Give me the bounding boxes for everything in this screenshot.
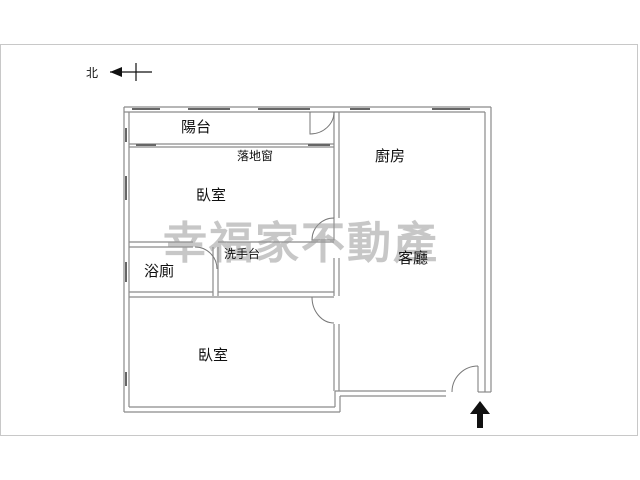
room-label-bedroom-bottom: 臥室 bbox=[198, 346, 228, 364]
compass-label: 北 bbox=[86, 66, 98, 80]
walls bbox=[123, 106, 492, 413]
label-french-window: 落地窗 bbox=[237, 149, 273, 163]
window-marks bbox=[125, 108, 470, 386]
room-label-bedroom-top: 臥室 bbox=[196, 186, 226, 204]
door-bedroom-bottom bbox=[311, 296, 335, 324]
label-wash-basin: 洗手台 bbox=[224, 246, 260, 261]
arrow-left-icon bbox=[110, 67, 122, 77]
door-entrance bbox=[451, 365, 479, 393]
door-swings bbox=[194, 111, 479, 393]
floorplan-frame bbox=[0, 44, 638, 436]
room-label-living: 客廳 bbox=[398, 249, 428, 267]
watermark-text: 幸福家不動產 bbox=[163, 218, 439, 269]
door-bathroom bbox=[194, 246, 218, 270]
arrow-up-icon bbox=[470, 401, 490, 428]
room-label-bathroom: 浴廁 bbox=[144, 262, 174, 280]
door-bedroom-top bbox=[311, 217, 335, 241]
north-compass: 北 bbox=[86, 63, 152, 81]
door-balcony bbox=[309, 111, 335, 135]
room-label-kitchen: 廚房 bbox=[375, 147, 405, 165]
room-label-balcony: 陽台 bbox=[181, 118, 211, 136]
